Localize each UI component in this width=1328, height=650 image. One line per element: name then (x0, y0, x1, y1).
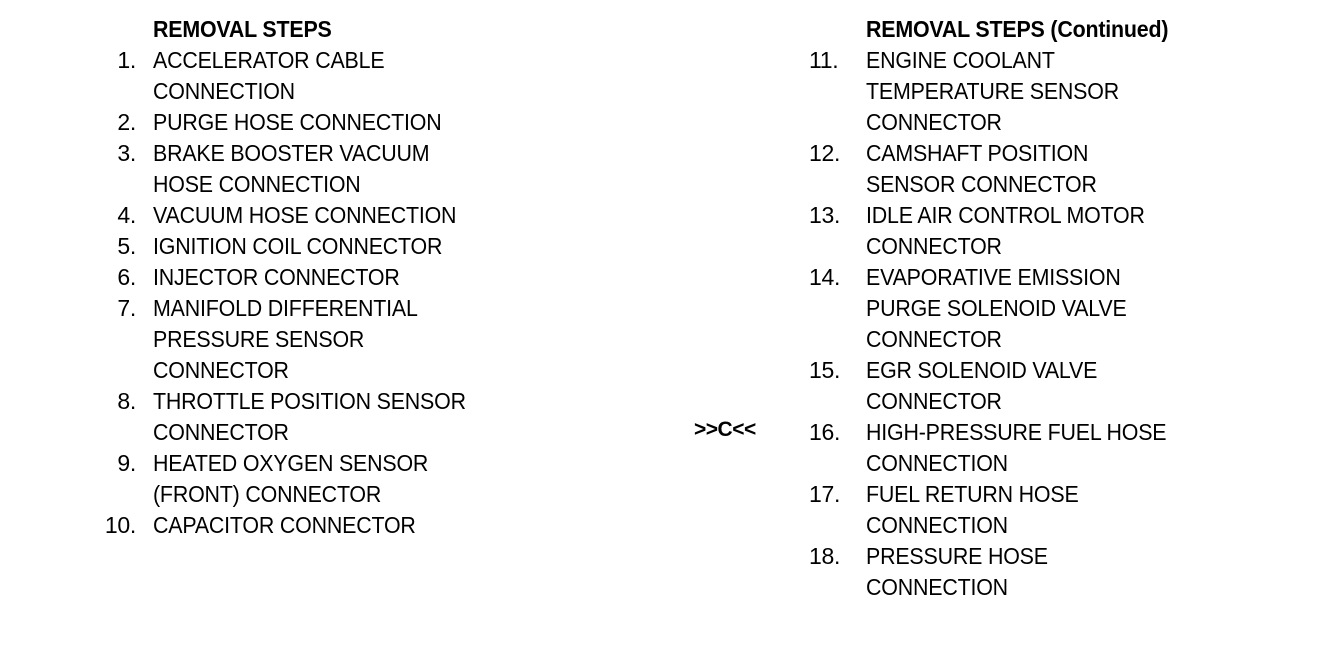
removal-step-item: 9. HEATED OXYGEN SENSOR (FRONT) CONNECTOR (88, 448, 489, 510)
step-label: PURGE HOSE CONNECTION (153, 107, 466, 138)
step-label-line: CONNECTION (866, 512, 1008, 538)
step-label-line: VACUUM HOSE CONNECTION (153, 202, 457, 228)
right-column-heading: REMOVAL STEPS (Continued) (866, 16, 1169, 42)
step-label: FUEL RETURN HOSE CONNECTION (866, 479, 1166, 541)
removal-step-item: 10. CAPACITOR CONNECTOR (88, 510, 489, 541)
step-label-line: TEMPERATURE SENSOR (866, 78, 1119, 104)
step-label-line: EVAPORATIVE EMISSION (866, 264, 1121, 290)
step-number: 13. (809, 202, 841, 228)
step-label-line: HEATED OXYGEN SENSOR (153, 450, 429, 476)
removal-step-item: 6. INJECTOR CONNECTOR (88, 262, 489, 293)
removal-step-item: 17. FUEL RETURN HOSE CONNECTION (801, 479, 1189, 541)
removal-step-item: 3. BRAKE BOOSTER VACUUM HOSE CONNECTION (88, 138, 489, 200)
step-number: 4. (117, 202, 136, 228)
step-label-line: CONNECTION (866, 450, 1008, 476)
step-label-line: PRESSURE SENSOR (153, 326, 365, 352)
step-label: CAMSHAFT POSITION SENSOR CONNECTOR (866, 138, 1166, 200)
step-label: EGR SOLENOID VALVE CONNECTOR (866, 355, 1166, 417)
step-label: PRESSURE HOSE CONNECTION (866, 541, 1166, 603)
step-number: 11. (809, 47, 839, 73)
removal-step-item: 13. IDLE AIR CONTROL MOTOR CONNECTOR (801, 200, 1189, 262)
removal-step-item: 18. PRESSURE HOSE CONNECTION (801, 541, 1189, 603)
step-label-line: CAPACITOR CONNECTOR (153, 512, 416, 538)
step-label-line: PURGE HOSE CONNECTION (153, 109, 442, 135)
step-number: 12. (809, 140, 841, 166)
step-label-line: IDLE AIR CONTROL MOTOR (866, 202, 1145, 228)
step-number: 9. (117, 450, 136, 476)
step-label-line: CONNECTION (153, 78, 295, 104)
step-label-line: CONNECTOR (866, 388, 1002, 414)
removal-step-item: 7. MANIFOLD DIFFERENTIAL PRESSURE SENSOR CO… (88, 293, 489, 386)
step-label: ACCELERATOR CABLE CONNECTION (153, 45, 466, 107)
left-steps-list: 1. ACCELERATOR CABLE CONNECTION 2. PURGE HOS… (88, 45, 489, 541)
step-label-line: CONNECTOR (866, 326, 1002, 352)
step-number: 6. (117, 264, 136, 290)
step-label: ENGINE COOLANT TEMPERATURE SENSOR CONNECTO… (866, 45, 1166, 138)
step-label: MANIFOLD DIFFERENTIAL PRESSURE SENSOR CONN… (153, 293, 466, 386)
step-number: 2. (117, 109, 136, 135)
step-label-line: MANIFOLD DIFFERENTIAL (153, 295, 418, 321)
step-label-line: THROTTLE POSITION SENSOR (153, 388, 466, 414)
step-label-line: CAMSHAFT POSITION (866, 140, 1089, 166)
step-label-line: CONNECTOR (866, 233, 1002, 259)
step-label-line: FUEL RETURN HOSE (866, 481, 1079, 507)
step-label: INJECTOR CONNECTOR (153, 262, 466, 293)
step-label: THROTTLE POSITION SENSOR CONNECTOR (153, 386, 466, 448)
step-number: 10. (104, 512, 136, 538)
step-number: 8. (117, 388, 136, 414)
step-number: 17. (809, 481, 841, 507)
removal-step-item: 5. IGNITION COIL CONNECTOR (88, 231, 489, 262)
step-label-line: ACCELERATOR CABLE (153, 47, 385, 73)
step-number: 5. (117, 233, 136, 259)
step-label-line: HOSE CONNECTION (153, 171, 361, 197)
step-label: IGNITION COIL CONNECTOR (153, 231, 466, 262)
step-number: 16. (809, 419, 841, 445)
removal-step-item: 1. ACCELERATOR CABLE CONNECTION (88, 45, 489, 107)
step-number: 3. (117, 140, 136, 166)
step-label: IDLE AIR CONTROL MOTOR CONNECTOR (866, 200, 1166, 262)
removal-step-item: 14. EVAPORATIVE EMISSION PURGE SOLENOID VA… (801, 262, 1189, 355)
step-label-line: EGR SOLENOID VALVE (866, 357, 1098, 383)
removal-step-item: 15. EGR SOLENOID VALVE CONNECTOR (801, 355, 1189, 417)
removal-step-item: 8. THROTTLE POSITION SENSOR CONNECTOR (88, 386, 489, 448)
step-label-line: PURGE SOLENOID VALVE (866, 295, 1127, 321)
step-label: CAPACITOR CONNECTOR (153, 510, 466, 541)
step-label-line: CONNECTION (866, 574, 1008, 600)
step-label: HEATED OXYGEN SENSOR (FRONT) CONNECTOR (153, 448, 466, 510)
step-label: BRAKE BOOSTER VACUUM HOSE CONNECTION (153, 138, 466, 200)
step-label: VACUUM HOSE CONNECTION (153, 200, 466, 231)
step-label: HIGH-PRESSURE FUEL HOSE CONNECTION (866, 417, 1167, 479)
step-number: 15. (809, 357, 841, 383)
step-label: EVAPORATIVE EMISSION PURGE SOLENOID VALVE… (866, 262, 1166, 355)
step-label-line: HIGH-PRESSURE FUEL HOSE (866, 419, 1167, 445)
removal-step-item: 12. CAMSHAFT POSITION SENSOR CONNECTOR (801, 138, 1189, 200)
step-label-line: CONNECTOR (153, 419, 289, 445)
left-column-heading: REMOVAL STEPS (153, 16, 332, 42)
step-label-line: (FRONT) CONNECTOR (153, 481, 382, 507)
step-number: 18. (809, 543, 841, 569)
step-number: 14. (809, 264, 841, 290)
removal-step-item: 2. PURGE HOSE CONNECTION (88, 107, 489, 138)
callout-marker-c: >>C<< (694, 418, 756, 441)
step-label-line: IGNITION COIL CONNECTOR (153, 233, 443, 259)
right-steps-list: 11. ENGINE COOLANT TEMPERATURE SENSOR CONNE… (801, 45, 1189, 603)
step-label-line: SENSOR CONNECTOR (866, 171, 1097, 197)
step-number: 7. (117, 295, 136, 321)
removal-step-item: 16. HIGH-PRESSURE FUEL HOSE CONNECTION (801, 417, 1189, 479)
step-label-line: ENGINE COOLANT (866, 47, 1055, 73)
step-label-line: CONNECTOR (153, 357, 289, 383)
step-label-line: CONNECTOR (866, 109, 1002, 135)
step-label-line: PRESSURE HOSE (866, 543, 1048, 569)
step-label-line: INJECTOR CONNECTOR (153, 264, 400, 290)
removal-step-item: 11. ENGINE COOLANT TEMPERATURE SENSOR CONNE… (801, 45, 1189, 138)
removal-step-item: 4. VACUUM HOSE CONNECTION (88, 200, 489, 231)
step-label-line: BRAKE BOOSTER VACUUM (153, 140, 430, 166)
step-number: 1. (117, 47, 136, 73)
